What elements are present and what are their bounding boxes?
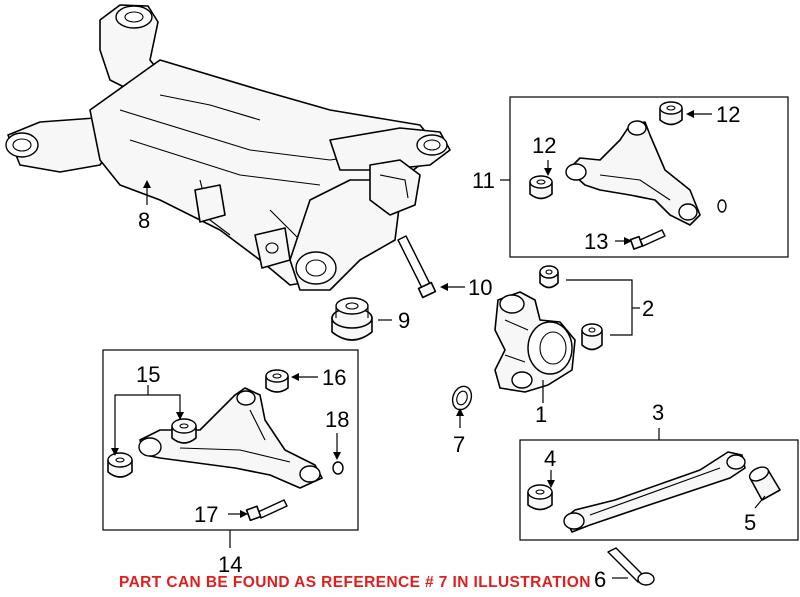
callout-6: 6 (594, 567, 606, 592)
mount-bushing (331, 297, 373, 341)
callout-14: 14 (218, 552, 242, 577)
callout-2: 2 (642, 296, 654, 321)
knuckle (494, 291, 576, 393)
leader-5 (754, 495, 766, 509)
callout-5: 5 (744, 510, 756, 535)
lower-bolt (245, 499, 288, 522)
callout-15: 15 (136, 362, 160, 387)
link-bushing-a (527, 484, 553, 511)
arrowhead-12b (686, 110, 694, 118)
arrowhead-4 (547, 480, 555, 488)
knuckle-bushing-lower (581, 323, 603, 351)
arrowhead-16 (291, 373, 299, 381)
callout-8: 8 (138, 208, 150, 233)
upper-bushing-a (529, 175, 553, 200)
callout-18: 18 (325, 407, 349, 432)
lower-bushing-b (171, 418, 197, 444)
callout-9: 9 (398, 308, 410, 333)
arrowhead-15a (111, 448, 119, 456)
lower-control-arm (138, 387, 323, 489)
callout-1: 1 (535, 402, 547, 427)
lower-bushing-c (265, 369, 289, 393)
callout-10: 10 (468, 275, 492, 300)
reference-notice: PART CAN BE FOUND AS REFERENCE # 7 IN IL… (119, 574, 591, 591)
callout-11: 11 (472, 168, 495, 193)
upper-washer (717, 199, 727, 213)
link-bolt (607, 547, 655, 586)
callout-3: 3 (652, 400, 664, 425)
callout-12a: 12 (532, 133, 556, 158)
callout-12b: 12 (716, 102, 740, 127)
upper-arm-box (509, 96, 789, 258)
lower-washer (332, 461, 344, 475)
link-bushing-b (748, 466, 781, 501)
callout-7: 7 (453, 432, 465, 457)
arrowhead-12a (544, 168, 552, 176)
upper-control-arm (565, 120, 701, 226)
arrowhead-15b (176, 412, 184, 420)
callout-17: 17 (194, 502, 218, 527)
lateral-link (563, 451, 746, 533)
arrowhead-18 (333, 452, 341, 460)
lower-bushing-a (107, 452, 133, 478)
arrowhead-7 (456, 408, 464, 416)
arrowhead-10 (440, 283, 448, 291)
callout-4: 4 (544, 446, 556, 471)
arrowhead-8 (143, 180, 151, 188)
long-bolt (397, 235, 437, 299)
upper-bushing-b (659, 101, 683, 126)
arrowhead-17 (240, 510, 248, 518)
arrowhead-13 (624, 237, 632, 245)
callout-13: 13 (584, 229, 608, 254)
subframe (5, 4, 451, 291)
washer (451, 385, 473, 411)
callout-16: 16 (322, 365, 346, 390)
upper-bolt (629, 229, 666, 250)
knuckle-bushing-upper (539, 265, 559, 289)
